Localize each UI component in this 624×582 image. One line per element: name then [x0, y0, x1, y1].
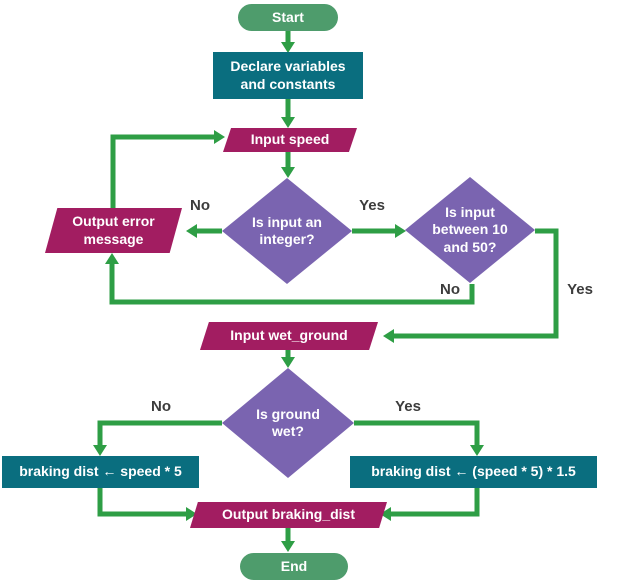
- output-error-io: Output error message: [45, 208, 182, 253]
- branch-label-wet-yes: Yes: [395, 398, 421, 415]
- connector-lines: [97, 31, 559, 542]
- start-terminator: Start: [238, 4, 338, 31]
- braking-wet-process: braking dist ← (speed * 5) * 1.5: [350, 456, 597, 488]
- is-ground-wet-label: Is ground wet?: [256, 405, 320, 440]
- braking-dry-label: braking dist ← speed * 5: [19, 463, 182, 480]
- is-in-range-label: Is input between 10 and 50?: [432, 203, 508, 255]
- input-speed-io: Input speed: [223, 128, 357, 152]
- start-label: Start: [272, 8, 304, 25]
- input-wet-ground-label: Input wet_ground: [230, 327, 348, 344]
- branch-label-range-yes: Yes: [567, 281, 593, 298]
- branch-label-wet-no: No: [151, 398, 171, 415]
- end-label: End: [280, 557, 308, 574]
- output-braking-label: Output braking_dist: [222, 506, 355, 523]
- declare-variables-label: Declare variables and constants: [230, 58, 346, 92]
- arrowheads: [93, 42, 484, 552]
- end-terminator: End: [240, 553, 348, 580]
- declare-variables-process: Declare variables and constants: [213, 52, 363, 99]
- branch-label-range-no: No: [440, 281, 460, 298]
- braking-wet-label: braking dist ← (speed * 5) * 1.5: [371, 463, 576, 480]
- input-wet-ground-io: Input wet_ground: [200, 322, 378, 350]
- input-speed-label: Input speed: [250, 131, 330, 148]
- branch-label-integer-yes: Yes: [359, 197, 385, 214]
- output-braking-io: Output braking_dist: [190, 502, 387, 528]
- branch-label-integer-no: No: [190, 197, 210, 214]
- output-error-label: Output error message: [72, 213, 155, 247]
- is-integer-label: Is input an integer?: [251, 213, 322, 248]
- braking-dry-process: braking dist ← speed * 5: [2, 456, 199, 488]
